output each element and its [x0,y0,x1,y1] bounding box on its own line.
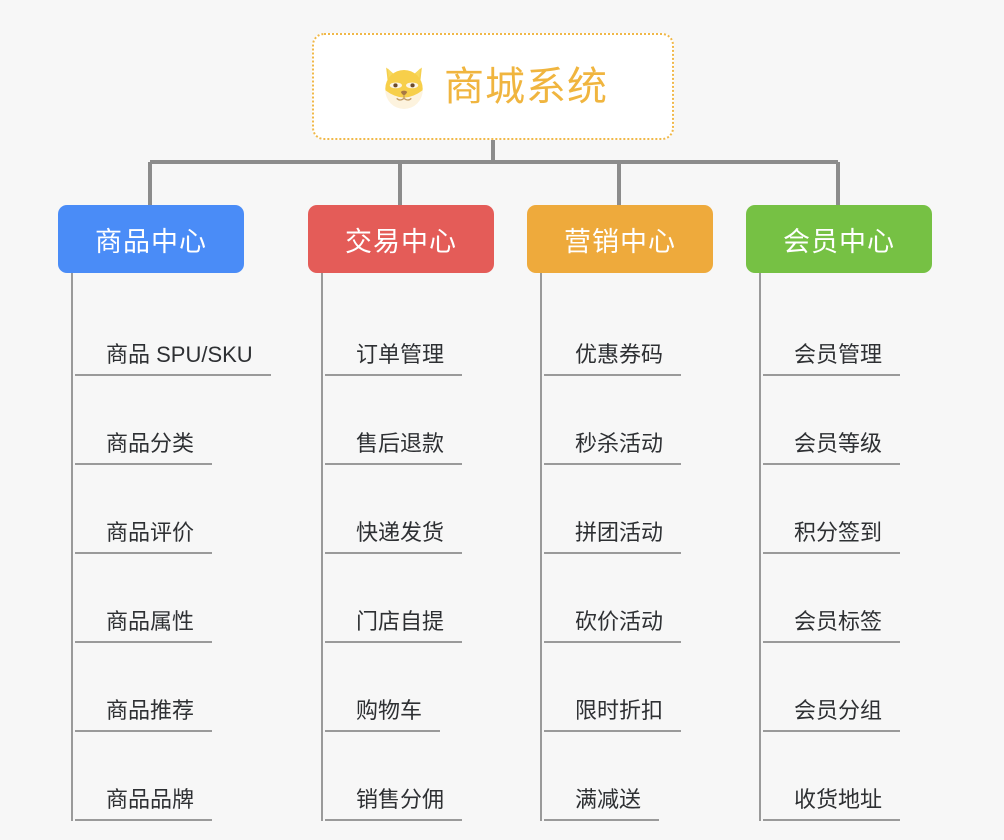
leaf-item[interactable]: 满减送 [542,732,713,821]
branch-title: 交易中心 [345,226,457,257]
branch-header-member[interactable]: 会员中心 [746,205,932,273]
leaf-underline: 门店自提 [325,604,463,643]
leaf-label: 订单管理 [356,342,445,367]
leaf-underline: 订单管理 [325,337,463,376]
branch-column-product: 商品中心 商品 SPU/SKU 商品分类 商品评价 商品属性 [58,205,271,821]
leaf-underline: 限时折扣 [544,693,682,732]
leaf-item[interactable]: 售后退款 [323,376,494,465]
branch-column-marketing: 营销中心 优惠券码 秒杀活动 拼团活动 砍价活动 [527,205,713,821]
leaf-list-member: 会员管理 会员等级 积分签到 会员标签 会员分组 [759,273,932,821]
leaf-underline: 商品属性 [75,604,213,643]
shiba-dog-face-icon [385,67,423,109]
leaf-item[interactable]: 会员标签 [761,554,932,643]
leaf-label: 商品分类 [106,431,195,456]
leaf-item[interactable]: 订单管理 [323,287,494,376]
leaf-label: 砍价活动 [575,609,664,634]
leaf-label: 优惠券码 [575,342,664,367]
leaf-label: 会员管理 [794,342,883,367]
leaf-underline: 拼团活动 [544,515,682,554]
leaf-item[interactable]: 收货地址 [761,732,932,821]
leaf-underline: 商品评价 [75,515,213,554]
leaf-label: 门店自提 [356,609,445,634]
leaf-label: 商品评价 [106,520,195,545]
leaf-item[interactable]: 商品 SPU/SKU [73,287,271,376]
leaf-underline: 优惠券码 [544,337,682,376]
root-node[interactable]: 商城系统 [312,33,674,140]
leaf-underline: 商品 SPU/SKU [75,337,271,376]
leaf-underline: 快递发货 [325,515,463,554]
leaf-list-product: 商品 SPU/SKU 商品分类 商品评价 商品属性 商品推荐 [71,273,271,821]
leaf-item[interactable]: 会员等级 [761,376,932,465]
leaf-item[interactable]: 商品属性 [73,554,244,643]
branch-header-product[interactable]: 商品中心 [58,205,244,273]
leaf-underline: 满减送 [544,782,660,821]
leaf-item[interactable]: 砍价活动 [542,554,713,643]
leaf-underline: 销售分佣 [325,782,463,821]
leaf-label: 商品属性 [106,609,195,634]
leaf-underline: 秒杀活动 [544,426,682,465]
leaf-item[interactable]: 商品推荐 [73,643,244,732]
leaf-label: 收货地址 [794,787,883,812]
leaf-underline: 积分签到 [763,515,901,554]
leaf-item[interactable]: 拼团活动 [542,465,713,554]
leaf-label: 秒杀活动 [575,431,664,456]
leaf-label: 售后退款 [356,431,445,456]
leaf-underline: 商品推荐 [75,693,213,732]
leaf-underline: 会员标签 [763,604,901,643]
leaf-label: 快递发货 [356,520,445,545]
leaf-label: 积分签到 [794,520,883,545]
leaf-label: 商品 SPU/SKU [106,342,253,367]
leaf-label: 购物车 [356,698,423,723]
branch-column-trade: 交易中心 订单管理 售后退款 快递发货 门店自提 [308,205,494,821]
leaf-underline: 售后退款 [325,426,463,465]
leaf-underline: 会员等级 [763,426,901,465]
leaf-item[interactable]: 商品品牌 [73,732,244,821]
leaf-item[interactable]: 限时折扣 [542,643,713,732]
leaf-underline: 会员管理 [763,337,901,376]
leaf-label: 满减送 [575,787,642,812]
leaf-item[interactable]: 商品评价 [73,465,244,554]
leaf-underline: 砍价活动 [544,604,682,643]
branch-title: 商品中心 [95,226,207,257]
leaf-underline: 商品品牌 [75,782,213,821]
leaf-item[interactable]: 优惠券码 [542,287,713,376]
leaf-item[interactable]: 销售分佣 [323,732,494,821]
leaf-item[interactable]: 积分签到 [761,465,932,554]
leaf-item[interactable]: 商品分类 [73,376,244,465]
leaf-label: 商品推荐 [106,698,195,723]
root-title: 商城系统 [444,64,608,109]
leaf-list-trade: 订单管理 售后退款 快递发货 门店自提 购物车 [321,273,494,821]
leaf-label: 限时折扣 [575,698,664,723]
leaf-underline: 收货地址 [763,782,901,821]
leaf-item[interactable]: 会员管理 [761,287,932,376]
leaf-underline: 商品分类 [75,426,213,465]
leaf-label: 销售分佣 [356,787,445,812]
leaf-label: 会员等级 [794,431,883,456]
leaf-label: 商品品牌 [106,787,195,812]
leaf-label: 会员分组 [794,698,883,723]
branch-title: 营销中心 [564,226,676,257]
leaf-item[interactable]: 购物车 [323,643,494,732]
leaf-item[interactable]: 秒杀活动 [542,376,713,465]
leaf-item[interactable]: 门店自提 [323,554,494,643]
branch-title: 会员中心 [783,226,895,257]
branch-header-marketing[interactable]: 营销中心 [527,205,713,273]
leaf-item[interactable]: 快递发货 [323,465,494,554]
leaf-label: 会员标签 [794,609,883,634]
leaf-item[interactable]: 会员分组 [761,643,932,732]
leaf-underline: 购物车 [325,693,441,732]
branch-column-member: 会员中心 会员管理 会员等级 积分签到 会员标签 [746,205,932,821]
leaf-underline: 会员分组 [763,693,901,732]
leaf-list-marketing: 优惠券码 秒杀活动 拼团活动 砍价活动 限时折扣 [540,273,713,821]
branch-header-trade[interactable]: 交易中心 [308,205,494,273]
leaf-label: 拼团活动 [575,520,664,545]
